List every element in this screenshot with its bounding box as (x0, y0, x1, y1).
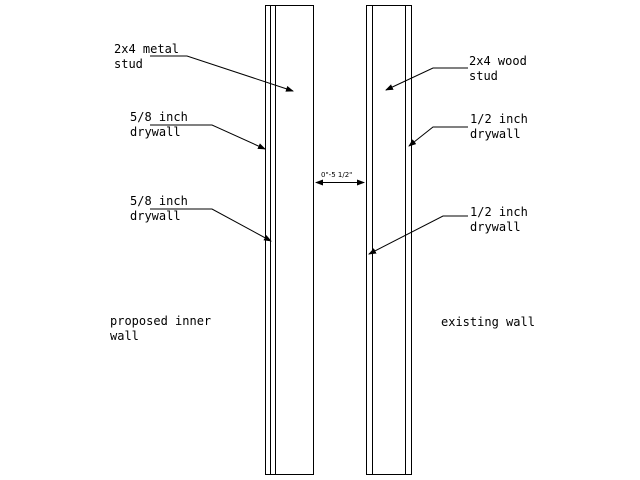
leader-metal-stud (150, 55, 294, 92)
leader-right-drywall-2 (368, 215, 468, 255)
leader-left-drywall-1 (150, 124, 266, 150)
existing-wall-label: existing wall (441, 315, 535, 329)
right-leaders (368, 67, 468, 255)
metal-stud-label: 2x4 metal stud (114, 42, 180, 71)
left-leaders (150, 55, 294, 242)
left-drywall-label-1: 5/8 inch drywall (130, 110, 188, 139)
right-drywall-label-1: 1/2 inch drywall (470, 112, 528, 141)
proposed-wall-section (265, 5, 314, 475)
right-drywall-label-2: 1/2 inch drywall (470, 205, 528, 234)
left-drywall-label-2: 5/8 inch drywall (130, 194, 188, 223)
wood-stud-label: 2x4 wood stud (469, 54, 527, 83)
leader-right-drywall-1 (408, 126, 468, 147)
leader-left-drywall-2 (150, 208, 272, 242)
leader-wood-stud (385, 67, 468, 91)
existing-wall-section (366, 5, 412, 475)
proposed-inner-wall-label: proposed inner wall (110, 314, 212, 343)
dimension-label: 0"-5 1/2" (320, 171, 354, 179)
